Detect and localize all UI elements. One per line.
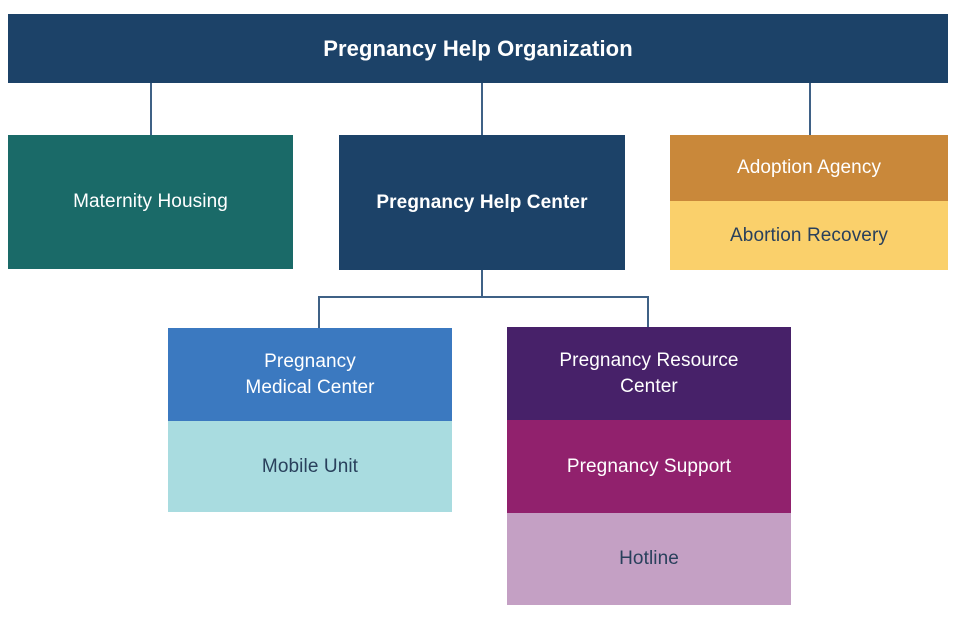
connector-pregnancy-help-center-drop	[481, 270, 483, 298]
node-mobile-unit[interactable]: Mobile Unit	[168, 421, 452, 512]
node-pregnancy-help-center[interactable]: Pregnancy Help Center	[339, 135, 625, 270]
node-pregnancy-help-organization[interactable]: Pregnancy Help Organization	[8, 14, 948, 83]
node-maternity-housing[interactable]: Maternity Housing	[8, 135, 293, 269]
connector-root-to-adoption-agency	[809, 83, 811, 136]
node-pregnancy-resource-center[interactable]: Pregnancy Resource Center	[507, 327, 791, 420]
node-abortion-recovery[interactable]: Abortion Recovery	[670, 201, 948, 270]
connector-root-to-maternity-housing	[150, 83, 152, 136]
node-pregnancy-medical-center[interactable]: Pregnancy Medical Center	[168, 328, 452, 421]
node-pregnancy-support[interactable]: Pregnancy Support	[507, 420, 791, 513]
connector-horizontal-bus	[318, 296, 649, 298]
node-adoption-agency[interactable]: Adoption Agency	[670, 135, 948, 201]
connector-root-to-pregnancy-help-center	[481, 83, 483, 136]
connector-bus-to-pregnancy-medical-center	[318, 296, 320, 329]
connector-bus-to-pregnancy-resource-center	[647, 296, 649, 328]
node-hotline[interactable]: Hotline	[507, 513, 791, 605]
